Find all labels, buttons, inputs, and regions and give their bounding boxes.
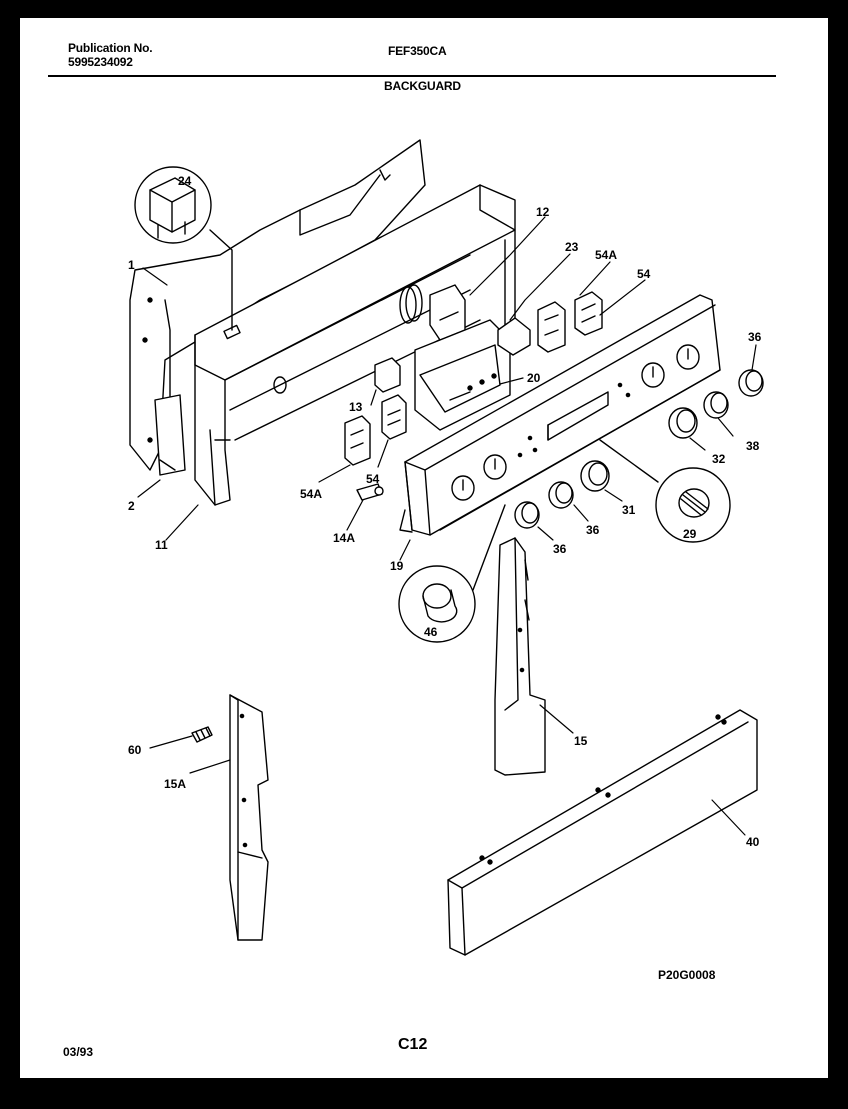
callout-12: 12 <box>536 205 550 219</box>
thermostat-drawing <box>399 284 466 341</box>
callout-31: 31 <box>622 503 636 517</box>
callout-38: 38 <box>746 439 760 453</box>
part-14a-drawing <box>356 483 384 501</box>
callout-1: 1 <box>128 258 135 272</box>
drawing-code: P20G0008 <box>658 968 716 982</box>
side-trim-15-drawing <box>494 537 546 776</box>
callout-29: 29 <box>683 527 697 541</box>
side-trim-15a-drawing <box>229 694 269 941</box>
callout-60: 60 <box>128 743 142 757</box>
callout-54: 54 <box>366 472 380 486</box>
callout-14a: 14A <box>333 531 355 545</box>
callout-32: 32 <box>712 452 726 466</box>
publication-label: Publication No. <box>68 41 153 55</box>
callout-20: 20 <box>527 371 541 385</box>
callout-54a-top: 54A <box>595 248 617 262</box>
callout-36-low: 36 <box>553 542 567 556</box>
revision-date: 03/93 <box>63 1045 94 1059</box>
section-title: BACKGUARD <box>384 79 461 93</box>
callout-54-top: 54 <box>637 267 651 281</box>
callout-23: 23 <box>565 240 579 254</box>
callout-labels: 24 1 12 23 54A 54 36 20 13 38 32 54 54A … <box>128 174 762 849</box>
callout-46: 46 <box>424 625 438 639</box>
header-rule <box>48 75 776 77</box>
model-number: FEF350CA <box>388 44 447 58</box>
callout-36-right: 36 <box>748 330 762 344</box>
callout-15a: 15A <box>164 777 186 791</box>
callout-54a: 54A <box>300 487 322 501</box>
callout-40: 40 <box>746 835 760 849</box>
small-switches-drawing <box>344 291 603 466</box>
callout-13: 13 <box>349 400 363 414</box>
page-number: C12 <box>398 1036 428 1053</box>
callout-24: 24 <box>178 174 192 188</box>
knob-inset-46-drawing <box>398 504 506 643</box>
knob-inset-29-drawing <box>599 439 731 543</box>
screw-60-drawing <box>191 726 213 743</box>
switch-inset-drawing <box>134 166 233 331</box>
publication-number: 5995234092 <box>68 55 133 69</box>
callout-15: 15 <box>574 734 588 748</box>
trim-bar-40-drawing <box>447 709 758 956</box>
callout-36-mid: 36 <box>586 523 600 537</box>
callout-11: 11 <box>155 538 168 552</box>
leader-lines <box>137 216 757 836</box>
bracket-23-drawing <box>497 317 531 356</box>
callout-19: 19 <box>390 559 404 573</box>
timer-module-drawing <box>414 319 511 431</box>
mounting-strip-drawing <box>154 394 186 476</box>
control-panel-drawing <box>399 294 721 536</box>
callout-2: 2 <box>128 499 135 513</box>
knobs-drawing <box>514 369 764 529</box>
